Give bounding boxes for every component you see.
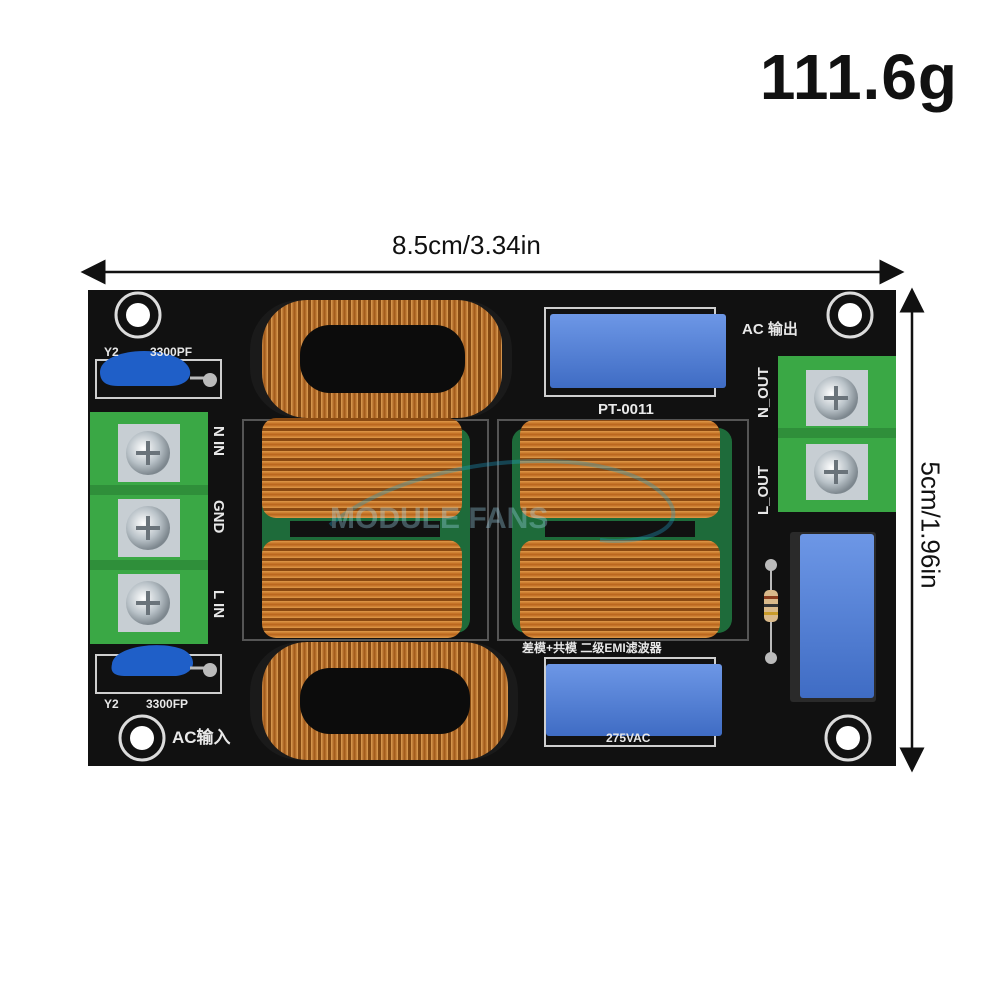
toroid-coil-top [250, 300, 512, 418]
bleeder-resistor [764, 559, 778, 664]
silk-part-number: PT-0011 [598, 401, 654, 418]
silk-y2-top: Y2 [104, 345, 119, 359]
terminal-screw [806, 444, 868, 500]
silk-ac-out: AC 输出 [742, 320, 798, 338]
silk-voltage: 275VAC [606, 731, 651, 745]
silk-cap-bottom: 3300FP [146, 697, 188, 711]
mounting-hole [826, 291, 874, 339]
terminal-screw [118, 424, 180, 482]
mounting-hole [114, 291, 162, 339]
y-capacitor-top [100, 350, 217, 387]
terminal-screw [118, 574, 180, 632]
watermark-text: MODULE FANS [330, 502, 548, 535]
output-terminal-block [778, 356, 896, 512]
watermark: MODULE FANS [328, 459, 676, 543]
silk-y2-bottom: Y2 [104, 697, 119, 711]
inductor-right [512, 420, 732, 638]
mounting-hole [824, 714, 872, 762]
input-terminal-block [90, 412, 208, 644]
silk-board-desc: 差模+共模 二级EMI滤波器 [521, 640, 663, 655]
silk-n-out: N_OUT [755, 367, 772, 418]
silk-l-out: L_OUT [755, 466, 772, 515]
silk-l-in: L IN [210, 590, 227, 618]
silk-cap-top: 3300PF [150, 345, 192, 359]
silk-gnd: GND [210, 500, 227, 534]
mounting-hole [118, 714, 166, 762]
x-capacitor-right [790, 532, 876, 702]
terminal-screw [806, 370, 868, 426]
width-dimension-label: 8.5cm/3.34in [392, 230, 541, 260]
silk-ac-in: AC输入 [172, 727, 231, 747]
x-capacitor-top [550, 314, 726, 388]
toroid-coil-bottom [250, 642, 518, 760]
silk-n-in: N IN [210, 426, 227, 456]
terminal-screw [118, 499, 180, 557]
weight-label: 111.6g [759, 41, 958, 113]
x-capacitor-bottom [546, 664, 722, 736]
inductor-left [262, 418, 470, 638]
y-capacitor-bottom [111, 645, 217, 677]
